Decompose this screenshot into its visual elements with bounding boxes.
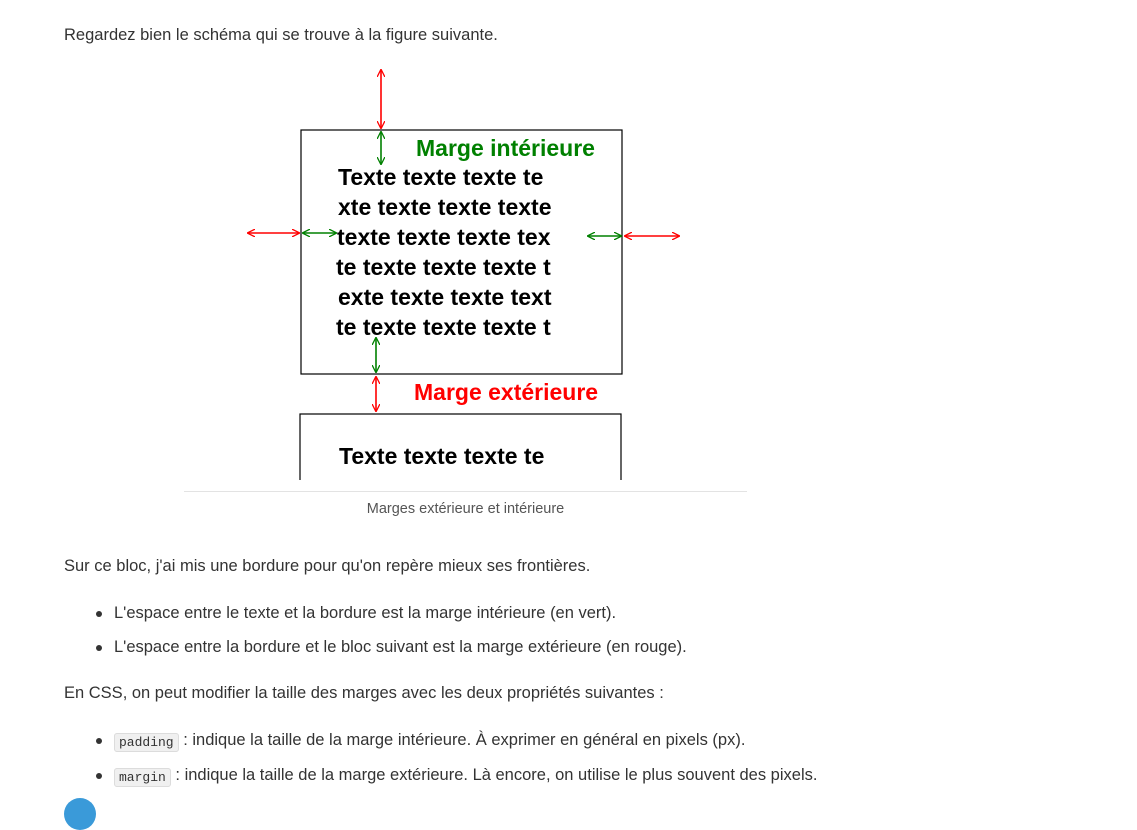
figure-caption: Marges extérieure et intérieure <box>366 501 565 517</box>
block-1-line: Texte texte texte te <box>338 164 543 190</box>
block-1-line: te texte texte texte t <box>336 254 551 280</box>
info-icon <box>64 798 96 830</box>
block-1-line: te texte texte texte t <box>336 314 551 340</box>
figure-divider <box>184 491 747 492</box>
css-paragraph: En CSS, on peut modifier la taille des m… <box>64 684 664 702</box>
list-item: padding : indique la taille de la marge … <box>64 729 1064 753</box>
block-1-border <box>300 129 623 375</box>
border-paragraph: Sur ce bloc, j'ai mis une bordure pour q… <box>64 557 591 575</box>
list-item: L'espace entre la bordure et le bloc sui… <box>64 636 1064 658</box>
block-1-line: exte texte texte text <box>338 284 552 310</box>
list-item: L'espace entre le texte et la bordure es… <box>64 602 1064 624</box>
margin-diagram: Marge intérieure Marge extérieure Texte … <box>244 60 694 480</box>
intro-paragraph: Regardez bien le schéma qui se trouve à … <box>64 26 498 44</box>
block-2-border <box>299 413 622 480</box>
list-item: margin : indique la taille de la marge e… <box>64 764 1064 788</box>
block-2-line: Texte texte texte te <box>339 443 544 469</box>
inner-margin-label: Marge intérieure <box>416 135 595 161</box>
margin-code: margin <box>114 768 171 787</box>
block-1-line: xte texte texte texte <box>338 194 552 220</box>
padding-code: padding <box>114 733 179 752</box>
block-1-line: texte texte texte tex <box>337 224 551 250</box>
figure: Marge intérieure Marge extérieure Texte … <box>184 60 747 530</box>
outer-margin-label: Marge extérieure <box>414 379 598 405</box>
